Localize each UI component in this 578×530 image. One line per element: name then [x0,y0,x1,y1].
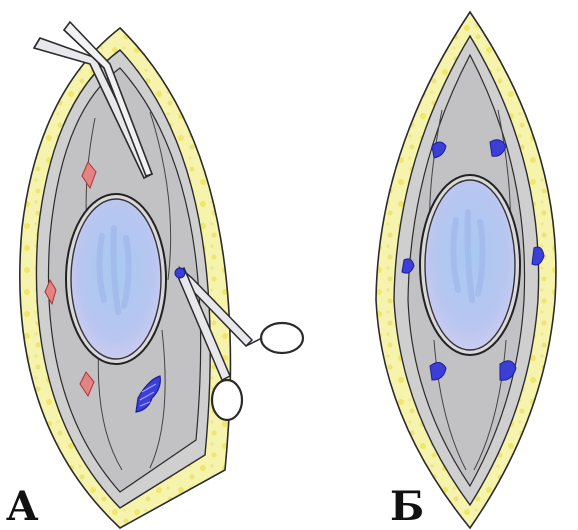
panel-b: Б [376,12,556,530]
panel-label-a: А [6,483,39,530]
panel-a: А [6,22,303,530]
panel-label-b: Б [390,483,424,530]
